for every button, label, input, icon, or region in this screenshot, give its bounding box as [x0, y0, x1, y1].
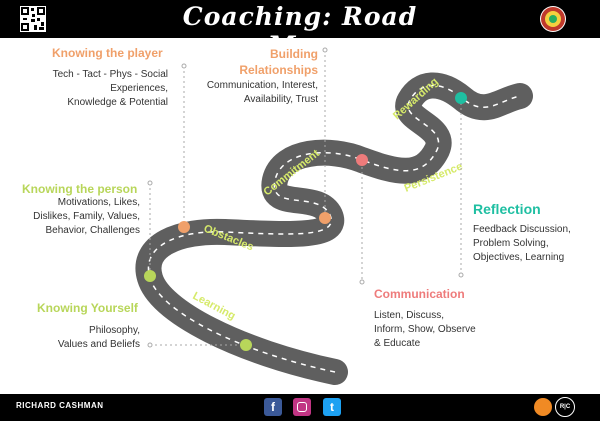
- milestone-communication: [356, 154, 368, 166]
- person-description: Motivations, Likes, Dislikes, Family, Va…: [33, 196, 140, 238]
- connector-end-dots: [147, 47, 464, 348]
- milestone-knowing-the-player: [178, 221, 190, 233]
- reflection-title: Reflection: [473, 201, 541, 217]
- communication-title: Communication: [374, 287, 465, 301]
- person-line: Motivations, Likes,: [57, 197, 140, 208]
- qr-code-icon: [20, 6, 46, 32]
- twitter-icon[interactable]: t: [323, 398, 341, 416]
- reflection-line: Feedback Discussion,: [473, 224, 571, 235]
- relationships-title-line: Relationships: [239, 63, 318, 77]
- relationships-title-line: Building: [270, 47, 318, 61]
- relationships-title: Building Relationships: [239, 46, 318, 78]
- player-line: Experiences,: [110, 83, 168, 94]
- communication-line: Listen, Discuss,: [374, 310, 445, 321]
- instagram-ring: [297, 402, 307, 412]
- milestone-reflection: [455, 92, 467, 104]
- communication-line: & Educate: [374, 338, 421, 349]
- communication-line: Inform, Show, Observe: [374, 324, 476, 335]
- person-title: Knowing the person: [22, 182, 138, 196]
- brand-logo-icon: [534, 398, 552, 416]
- yourself-line: Values and Beliefs: [57, 339, 140, 350]
- road-center-line: [147, 84, 521, 373]
- yourself-title: Knowing Yourself: [37, 301, 138, 315]
- facebook-icon[interactable]: f: [264, 398, 282, 416]
- milestone-knowing-yourself: [240, 339, 252, 351]
- relationships-line: Communication, Interest,: [206, 80, 318, 91]
- page-title: Coaching: Road Map: [182, 2, 418, 60]
- reflection-line: Problem Solving,: [473, 238, 549, 249]
- milestone-knowing-the-person: [144, 270, 156, 282]
- player-line: Knowledge & Potential: [67, 97, 168, 108]
- header-bar: [0, 0, 600, 38]
- player-description: Tech - Tact - Phys - Social Experiences,…: [53, 68, 168, 110]
- instagram-icon[interactable]: [293, 398, 311, 416]
- reflection-line: Objectives, Learning: [473, 252, 565, 263]
- yourself-line: Philosophy,: [89, 325, 140, 336]
- player-title: Knowing the player: [52, 46, 163, 60]
- communication-description: Listen, Discuss, Inform, Show, Observe &…: [374, 309, 476, 351]
- reflection-description: Feedback Discussion, Problem Solving, Ob…: [473, 223, 571, 265]
- connector-lines: [149, 50, 462, 346]
- team-badge-icon: [540, 6, 566, 32]
- author-name: RICHARD CASHMAN: [16, 401, 104, 410]
- relationships-description: Communication, Interest, Availability, T…: [207, 79, 318, 107]
- rc-logo: R|C: [555, 397, 575, 417]
- person-line: Dislikes, Family, Values,: [33, 211, 140, 222]
- relationships-line: Availability, Trust: [243, 94, 318, 105]
- player-line: Tech - Tact - Phys - Social: [52, 69, 168, 80]
- person-line: Behavior, Challenges: [45, 225, 140, 236]
- yourself-description: Philosophy, Values and Beliefs: [58, 324, 140, 352]
- milestone-building-relationships: [319, 212, 331, 224]
